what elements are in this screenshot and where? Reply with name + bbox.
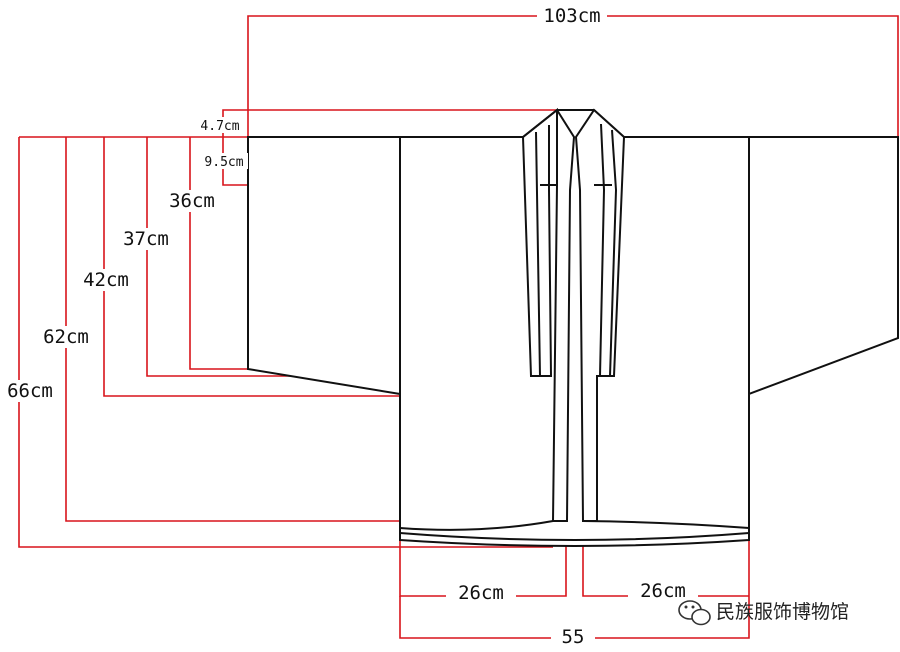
left-collar-outer bbox=[522, 136, 540, 377]
dim-total-length bbox=[18, 137, 553, 548]
right-collar-outer bbox=[609, 129, 618, 377]
label-band-end: 37cm bbox=[123, 228, 169, 250]
label-sleeve-end: 36cm bbox=[169, 190, 215, 212]
label-collar-depth: 9.5cm bbox=[204, 155, 243, 170]
label-underarm: 42cm bbox=[83, 269, 129, 291]
dim-front-length bbox=[65, 137, 553, 522]
hem-band-lower bbox=[399, 532, 750, 541]
dim-underarm bbox=[103, 137, 400, 397]
label-right-hem-half: 26cm bbox=[640, 580, 686, 602]
label-left-hem-half: 26cm bbox=[458, 582, 504, 604]
dim-collar-top bbox=[222, 109, 557, 137]
hem-band bbox=[399, 520, 750, 531]
dimension-labels: 103cm 4.7cm 9.5cm 36cm 37cm 42cm 62cm 66… bbox=[0, 5, 698, 649]
label-total-width: 103cm bbox=[543, 5, 600, 27]
jacket-body bbox=[247, 109, 899, 547]
label-hem-width: 55 bbox=[562, 626, 585, 648]
right-collar-inner bbox=[599, 123, 606, 377]
wechat-icon bbox=[678, 600, 711, 626]
right-collar-band bbox=[574, 108, 626, 522]
label-collar-top: 4.7cm bbox=[200, 119, 239, 134]
label-front-length: 62cm bbox=[43, 326, 89, 348]
left-collar-inner bbox=[535, 125, 553, 377]
left-collar-band bbox=[522, 107, 576, 522]
dim-sleeve-end bbox=[189, 137, 248, 370]
label-total-length: 66cm bbox=[7, 380, 53, 402]
watermark: 民族服饰博物馆 bbox=[678, 600, 849, 626]
watermark-text: 民族服饰博物馆 bbox=[716, 601, 849, 623]
garment-outline bbox=[247, 107, 899, 547]
